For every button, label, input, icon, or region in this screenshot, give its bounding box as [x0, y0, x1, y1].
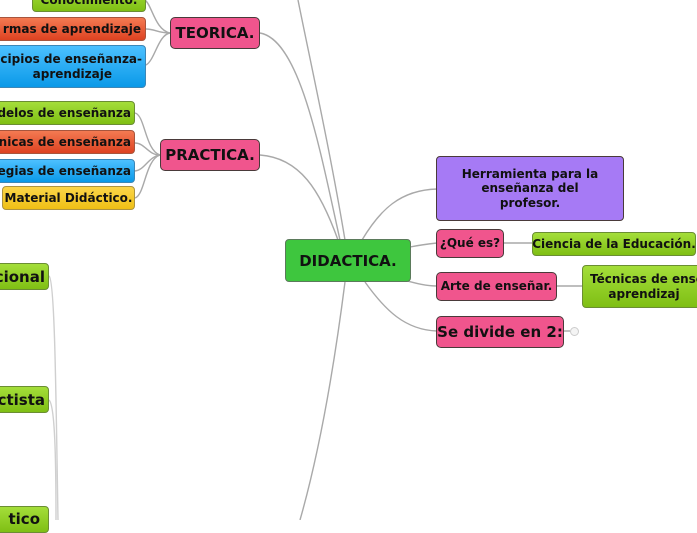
subtopic-principios-line2: aprendizaje	[32, 66, 112, 81]
topic-se-divide[interactable]: Se divide en 2:	[436, 316, 564, 348]
topic-que-es[interactable]: ¿Qué es?	[436, 229, 504, 258]
central-topic-didactica[interactable]: DIDACTICA.	[285, 239, 411, 282]
subtopic-principios-line1: cipios de enseñanza-	[0, 52, 142, 67]
topic-herramienta[interactable]: Herramienta para la enseñanza del profes…	[436, 156, 624, 221]
connector-lines	[48, 0, 583, 520]
topic-left-ctista[interactable]: ctista	[0, 386, 49, 413]
subtopic-estrategias-ensenanza[interactable]: tegias de enseñanza	[0, 159, 135, 183]
topic-tecnicas-line2: aprendizaj	[608, 286, 680, 301]
topic-tecnicas-line1: Técnicas de ense	[590, 272, 697, 287]
topic-tecnicas-aprendizaje[interactable]: Técnicas de ense aprendizaj	[582, 265, 697, 308]
subtopic-formas-aprendizaje[interactable]: rmas de aprendizaje	[0, 17, 146, 41]
subtopic-principios-ensenanza[interactable]: cipios de enseñanza- aprendizaje	[0, 45, 146, 88]
topic-arte-ensenar[interactable]: Arte de enseñar.	[436, 272, 557, 301]
topic-left-cional[interactable]: cional	[0, 263, 49, 290]
subtopic-modelos-ensenanza[interactable]: delos de enseñanza	[0, 101, 135, 125]
topic-teorica[interactable]: TEORICA.	[170, 17, 260, 49]
topic-ciencia-educacion[interactable]: Ciencia de la Educación.	[532, 232, 696, 256]
subtopic-tecnicas-ensenanza[interactable]: nicas de enseñanza	[0, 130, 135, 154]
subtopic-conocimiento[interactable]: Conocimiento.	[32, 0, 146, 12]
topic-practica[interactable]: PRACTICA.	[160, 139, 260, 171]
collapse-toggle-icon[interactable]	[570, 327, 579, 336]
topic-herramienta-line3: profesor.	[499, 195, 561, 210]
subtopic-material-didactico[interactable]: Material Didáctico.	[2, 186, 135, 210]
topic-herramienta-line2: enseñanza del	[481, 181, 579, 196]
topic-herramienta-line1: Herramienta para la	[461, 166, 599, 181]
